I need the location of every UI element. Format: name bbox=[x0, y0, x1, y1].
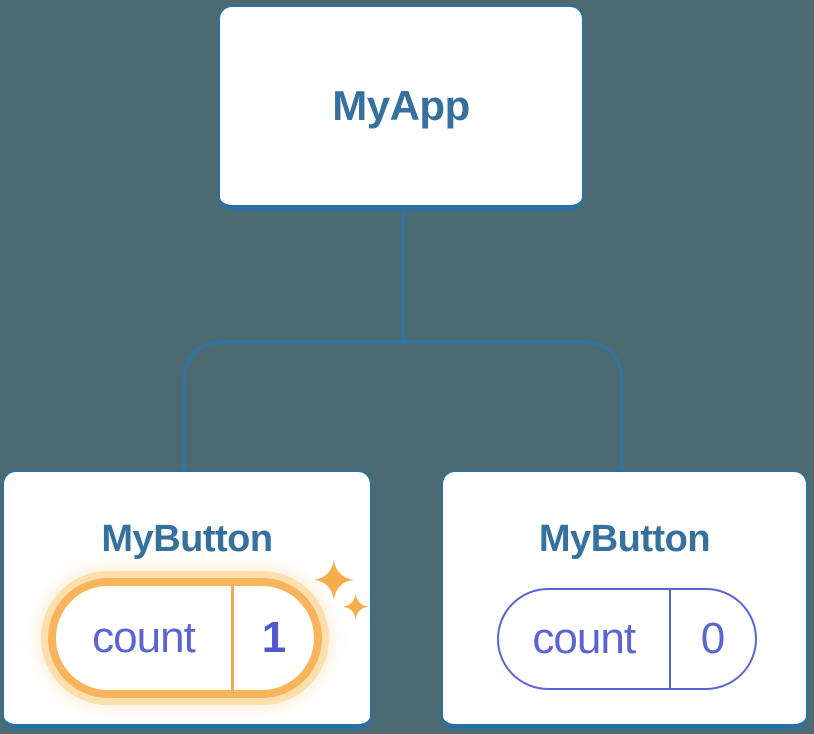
state-pill-highlighted: count 1 bbox=[48, 578, 322, 698]
pill-divider bbox=[231, 586, 234, 690]
state-value: 0 bbox=[700, 614, 726, 663]
node-mybutton-left: MyButton count 1 bbox=[2, 470, 372, 730]
state-value: 1 bbox=[261, 613, 287, 662]
state-pill-plain: count 0 bbox=[497, 588, 757, 690]
node-mybutton-right-label: MyButton bbox=[538, 518, 711, 560]
node-myapp-label: MyApp bbox=[332, 82, 470, 129]
state-key-label: count bbox=[532, 614, 636, 663]
sparkles-icon bbox=[314, 560, 369, 620]
node-myapp: MyApp bbox=[218, 5, 584, 211]
node-mybutton-right: MyButton count 0 bbox=[441, 470, 808, 730]
node-mybutton-left-label: MyButton bbox=[101, 518, 273, 560]
state-key-label: count bbox=[92, 613, 196, 662]
pill-divider bbox=[668, 590, 671, 688]
